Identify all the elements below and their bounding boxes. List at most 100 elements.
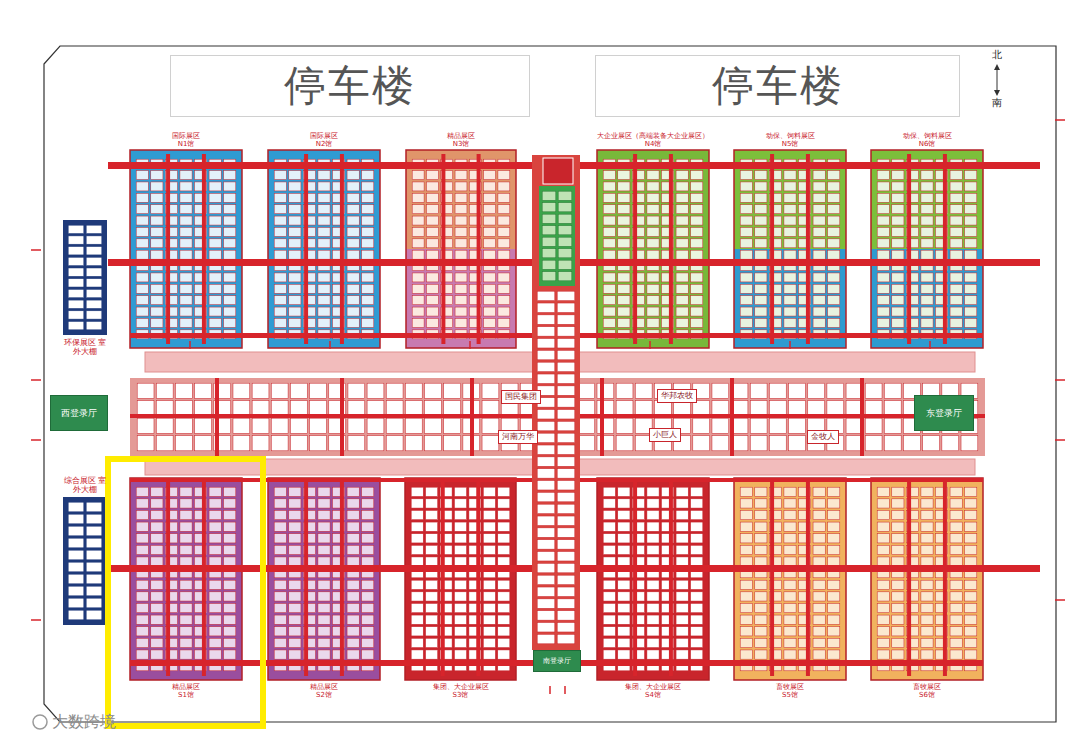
booth-cell [892,273,904,282]
booth-cell [618,557,630,566]
booth-cell [498,534,510,543]
booth-cell [892,650,904,659]
exhibitor-name: 河南万华 [502,433,534,441]
booth-cell [86,610,102,620]
booth-cell [136,522,148,531]
area-name: N4馆 [597,140,709,148]
aisle [202,154,206,344]
booth-cell [209,580,221,589]
booth-cell [618,205,630,214]
booth-cell [362,487,374,496]
booth-cell [318,250,330,259]
booth-cell [603,510,615,519]
booth-cell [618,250,630,259]
booth-cell [151,284,163,293]
booth-cell [789,401,806,416]
booth-cell [151,580,163,589]
booth-cell [455,216,467,225]
booth-cell [950,510,962,519]
booth-cell [289,592,301,601]
booth-cell [362,603,374,612]
exhibitor-name: 小巨人 [653,431,677,439]
booth-cell [537,563,555,572]
booth-cell [618,638,630,647]
booth-cell [425,436,442,451]
spine-green-booths [542,191,572,281]
booth-cell [86,322,102,330]
booth-cell [274,171,286,180]
hall-ground [130,478,242,579]
booth-cell [411,650,423,659]
booth-cell [884,383,901,398]
hall-ground [597,478,709,579]
aisle [633,154,637,344]
booth-cell [136,615,148,624]
booth-cell [892,580,904,589]
booth-cell [151,522,163,531]
booth-cell [618,227,630,236]
booth-cell [618,650,630,659]
booth-cell [289,557,301,566]
booth-cell [691,250,703,259]
booth-cell [362,171,374,180]
booth-cell [965,239,977,248]
booth-cell [784,182,796,191]
booth-cell [693,418,710,433]
booth-cell [411,534,423,543]
booth-cell [676,182,688,191]
area-name: N3馆 [447,140,475,148]
booth-cell [676,603,688,612]
booth-cell [209,650,221,659]
booth-cell [877,193,889,202]
booth-cell [151,487,163,496]
booth-cell [482,418,499,433]
hall-box: 精品展区S1馆 [130,478,242,680]
booth-cell [691,239,703,248]
booth-cell [877,250,889,259]
booth-cell [498,510,510,519]
booth-cell [412,182,424,191]
booth-cell [136,534,148,543]
booth-cell [426,510,438,519]
booth-cell [813,182,825,191]
aisle [943,482,947,676]
exhibitor-name: 国民集团 [505,393,537,401]
booth-cell [498,592,510,601]
booth-cell [813,638,825,647]
booth-cell [498,499,510,508]
booth-cell [537,611,555,620]
booth-cell [813,487,825,496]
booth-cell [537,303,555,312]
booth-cell [347,227,359,236]
booth-cell [136,227,148,236]
booth-cell [691,627,703,636]
booth-cell [755,182,767,191]
booth-cell [965,307,977,316]
booth-cell [252,418,269,433]
parking-building: 停车楼 [595,55,960,117]
booth-cell [537,421,555,430]
booth-cell [784,216,796,225]
aisle [770,154,774,344]
booth-cell [151,638,163,647]
booth-cell [921,239,933,248]
booth-cell [274,592,286,601]
booth-cell [691,545,703,554]
booth-cell [755,638,767,647]
tent-ground [63,497,107,625]
booth-cell [647,216,659,225]
booth-cell [151,627,163,636]
booth-cell [137,436,154,451]
booth-cell [426,499,438,508]
booth-cell [784,273,796,282]
booth-cell [498,182,510,191]
booth-cell [86,300,102,308]
booth-cell [828,499,840,508]
booth-cell [877,182,889,191]
booth-cell [483,510,495,519]
booth-cell [877,545,889,554]
hall-drawing [405,478,516,680]
booth-cell [498,171,510,180]
booth-cell [362,307,374,316]
booth-cell [484,307,496,316]
